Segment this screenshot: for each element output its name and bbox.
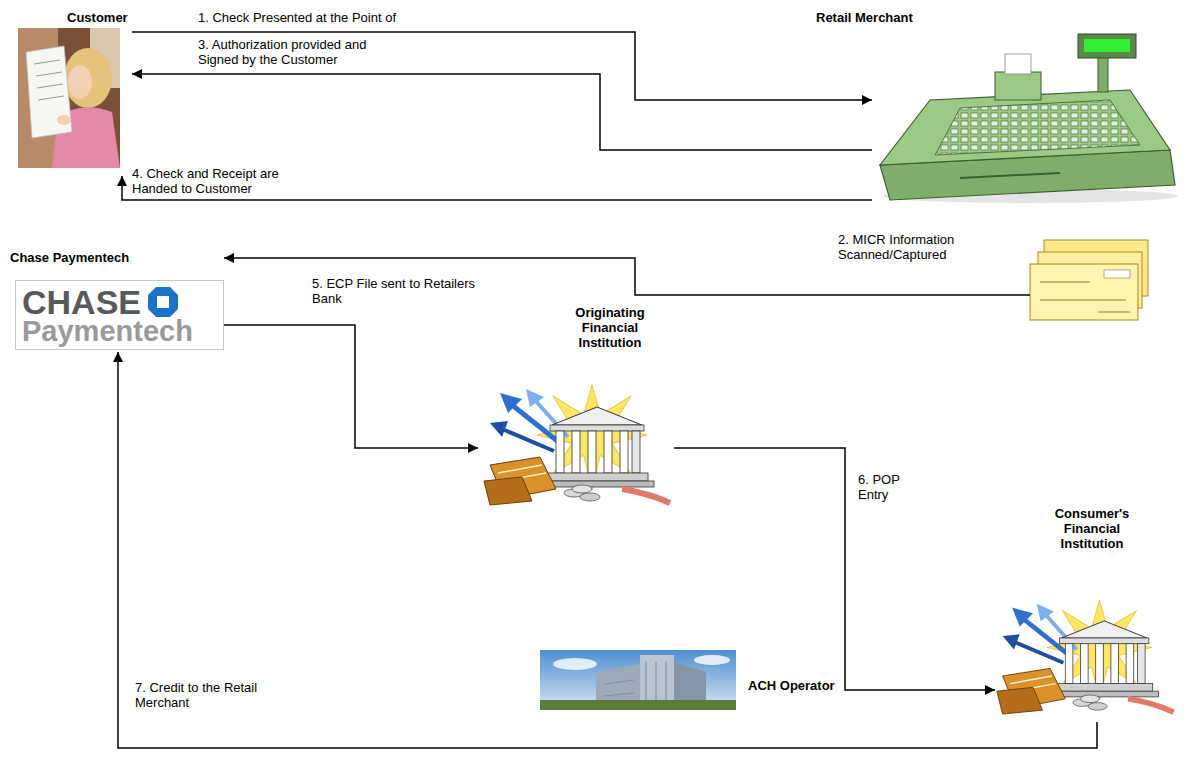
flow-arrow <box>224 325 478 448</box>
ach-building-photo-part <box>666 662 667 706</box>
cash-register-part <box>1078 34 1136 58</box>
edge-label: 5. ECP File sent to Retailers Bank <box>312 276 492 306</box>
flow-arrow <box>674 448 995 690</box>
check-stack-part <box>1040 300 1126 301</box>
ach-building-photo-part <box>553 658 597 670</box>
bank-clipart <box>484 385 670 505</box>
bank-clipart <box>997 600 1174 714</box>
customer-photo-part <box>26 46 72 138</box>
node-heading: Chase Paymentech <box>10 250 129 265</box>
merchant-node: Retail Merchant <box>872 30 1180 322</box>
node-heading: Retail Merchant <box>816 10 913 25</box>
operator-node: ACH Operator <box>540 648 840 712</box>
node-heading: Originating Financial Institution <box>570 305 650 350</box>
ach-building-photo-part <box>656 662 657 706</box>
cash-register-part <box>995 72 1041 100</box>
chase-octagon <box>148 287 178 317</box>
customer-photo-part <box>38 96 64 100</box>
customer-photo-part <box>34 60 60 64</box>
edge-label: 6. POP Entry <box>858 472 908 502</box>
edge-label: 3. Authorization provided and Signed by … <box>198 37 398 67</box>
customer-photo-part <box>52 107 120 168</box>
check-feed-line <box>872 294 1030 296</box>
customer-photo-part <box>36 72 62 76</box>
cash-register-part <box>880 90 1170 165</box>
ach-building-photo-part <box>604 680 634 684</box>
customer-photo-part <box>37 84 63 88</box>
flow-arrow <box>132 32 872 100</box>
edge-label: 2. MICR Information Scanned/Captured <box>838 232 988 262</box>
check-stack-part <box>1040 282 1090 283</box>
node-heading: Consumer's Financial Institution <box>1052 506 1132 551</box>
node-heading: ACH Operator <box>748 678 835 693</box>
customer-photo-part <box>57 115 71 125</box>
flow-arrow <box>132 74 872 150</box>
check-stack-part <box>1098 312 1130 313</box>
edge-label: 1. Check Presented at the Point of <box>198 10 396 25</box>
customer-photo-part <box>64 48 112 108</box>
cash-register-part <box>1098 56 1108 92</box>
edge-label: 7. Credit to the Retail Merchant <box>135 680 285 710</box>
logo-text: Paymentech <box>22 315 193 347</box>
customer-photo <box>18 28 120 168</box>
actor-node: Customer <box>15 8 132 176</box>
ach-building-photo-part <box>604 693 634 696</box>
cash-register <box>880 34 1178 203</box>
ach-building-photo-part <box>646 662 647 706</box>
edge-label: 4. Check and Receipt are Handed to Custo… <box>132 166 307 196</box>
customer-photo-part <box>18 28 120 168</box>
ach-building-photo-part <box>540 650 736 710</box>
node-heading: Customer <box>67 10 128 25</box>
chase-octagon-part <box>148 287 178 317</box>
check-stack <box>1030 240 1148 320</box>
cash-register-part <box>935 100 1140 155</box>
processor-node: CHASEPaymentech Chase Paymentech <box>10 250 224 352</box>
check-stack-part <box>1104 270 1130 278</box>
cash-register-part <box>1084 39 1130 52</box>
cash-register-part <box>960 173 1060 178</box>
chase-octagon-part <box>157 296 169 308</box>
ach-building-photo <box>540 650 736 710</box>
ach-building-photo-part <box>694 655 730 665</box>
bank-node: Originating Financial Institution <box>478 300 674 507</box>
bank-node: Consumer's Financial Institution <box>995 506 1185 722</box>
customer-photo-part <box>68 65 92 99</box>
ach-building-photo-part <box>540 700 736 710</box>
cash-register-part <box>1005 54 1031 74</box>
logo-box: CHASEPaymentech <box>15 280 224 350</box>
check-stack-part <box>1030 264 1138 320</box>
flow-arrow <box>118 352 1097 748</box>
